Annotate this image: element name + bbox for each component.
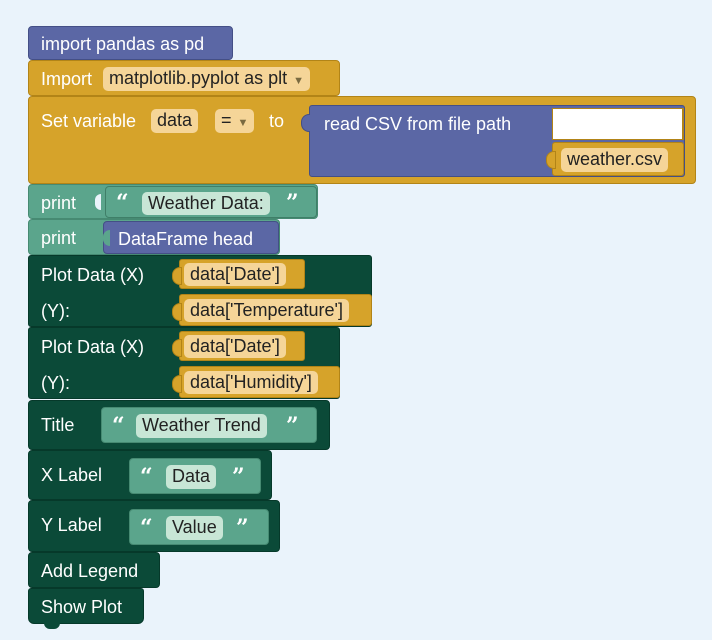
operator-dropdown[interactable]: =▼ — [215, 109, 255, 133]
file-path-block[interactable]: weather.csv — [546, 142, 684, 176]
close-quote-icon: ” — [236, 515, 249, 541]
x-label-string-block[interactable]: “ Data ” — [129, 458, 261, 494]
x-value-block[interactable]: data['Date'] — [172, 331, 305, 361]
y-label-string-block[interactable]: “ Value ” — [129, 509, 269, 545]
y-value-connector — [172, 375, 182, 393]
open-quote-icon: “ — [112, 413, 125, 439]
module-dropdown-value: matplotlib.pyplot as plt — [109, 68, 288, 88]
operator-value: = — [221, 110, 232, 130]
x-label-string-field[interactable]: Data — [166, 465, 217, 489]
plot-x-label: Plot Data (X) — [41, 265, 145, 285]
dropdown-arrow-icon: ▼ — [237, 117, 249, 129]
x-label-keyword: X Label — [41, 465, 103, 485]
module-dropdown[interactable]: matplotlib.pyplot as plt ▼ — [103, 67, 310, 91]
read-csv-connector — [301, 114, 310, 132]
title-block[interactable]: Title “ Weather Trend ” — [28, 400, 330, 450]
plot-data-block-1[interactable]: Plot Data (X) (Y): data['Date'] data['Te… — [28, 255, 372, 327]
y-label-string-field[interactable]: Value — [166, 516, 223, 540]
to-label: to — [269, 111, 285, 131]
file-path-field[interactable]: weather.csv — [561, 148, 669, 172]
string-field[interactable]: Weather Data: — [142, 192, 270, 215]
add-legend-block[interactable]: Add Legend — [28, 552, 160, 588]
dropdown-arrow-icon: ▼ — [293, 75, 304, 87]
show-plot-bottom-tab — [44, 623, 60, 629]
title-string-field[interactable]: Weather Trend — [136, 414, 267, 438]
close-quote-icon: ” — [286, 190, 299, 216]
read-csv-block[interactable]: read CSV from file path weather.csv — [301, 105, 685, 177]
import-matplotlib-block[interactable]: Import matplotlib.pyplot as plt ▼ — [28, 60, 340, 96]
y-value-block[interactable]: data['Humidity'] — [172, 366, 340, 398]
y-value-block[interactable]: data['Temperature'] — [172, 294, 372, 326]
y-value-connector — [172, 303, 182, 321]
plot-x-label: Plot Data (X) — [41, 337, 145, 357]
import-pandas-label: import pandas as pd — [41, 34, 205, 54]
dataframe-head-connector — [103, 230, 110, 246]
y-value-field[interactable]: data['Temperature'] — [184, 299, 349, 322]
x-value-block[interactable]: data['Date'] — [172, 259, 305, 289]
open-quote-icon: “ — [140, 515, 153, 541]
add-legend-label: Add Legend — [41, 561, 139, 581]
show-plot-block[interactable]: Show Plot — [28, 588, 144, 624]
x-value-connector — [172, 339, 182, 357]
x-value-connector — [172, 267, 182, 285]
string-block[interactable]: “ Weather Data: ” — [105, 186, 317, 218]
open-quote-icon: “ — [116, 190, 129, 216]
print-keyword: print — [41, 228, 77, 248]
dataframe-head-block[interactable]: DataFrame head — [103, 221, 279, 254]
read-csv-input-slot — [552, 108, 684, 140]
plot-data-block-2[interactable]: Plot Data (X) (Y): data['Date'] data['Hu… — [28, 327, 340, 399]
open-quote-icon: “ — [140, 464, 153, 490]
x-label-block[interactable]: X Label “ Data ” — [28, 450, 272, 500]
print-string-block[interactable]: print “ Weather Data: ” — [28, 184, 318, 219]
close-quote-icon: ” — [286, 413, 299, 439]
print-keyword: print — [41, 193, 77, 213]
close-quote-icon: ” — [232, 464, 245, 490]
import-keyword: Import — [41, 69, 93, 89]
print-input-connector — [95, 194, 101, 210]
file-path-connector — [546, 151, 556, 169]
variable-name-field[interactable]: data — [151, 109, 199, 133]
x-value-field[interactable]: data['Date'] — [184, 263, 286, 286]
plot-y-label: (Y): — [41, 301, 70, 321]
y-label-keyword: Y Label — [41, 515, 102, 535]
set-variable-block[interactable]: Set variable data =▼ to read CSV from fi… — [28, 96, 696, 184]
import-pandas-block[interactable]: import pandas as pd — [28, 26, 233, 60]
plot-y-label: (Y): — [41, 373, 70, 393]
read-csv-label: read CSV from file path — [324, 114, 512, 134]
title-string-block[interactable]: “ Weather Trend ” — [101, 407, 317, 443]
print-dataframe-block[interactable]: print DataFrame head — [28, 219, 280, 255]
y-label-block[interactable]: Y Label “ Value ” — [28, 500, 280, 552]
set-variable-keyword: Set variable — [41, 111, 137, 131]
dataframe-head-label: DataFrame head — [118, 229, 254, 249]
title-keyword: Title — [41, 415, 75, 435]
y-value-field[interactable]: data['Humidity'] — [184, 371, 318, 394]
show-plot-label: Show Plot — [41, 597, 123, 617]
x-value-field[interactable]: data['Date'] — [184, 335, 286, 358]
